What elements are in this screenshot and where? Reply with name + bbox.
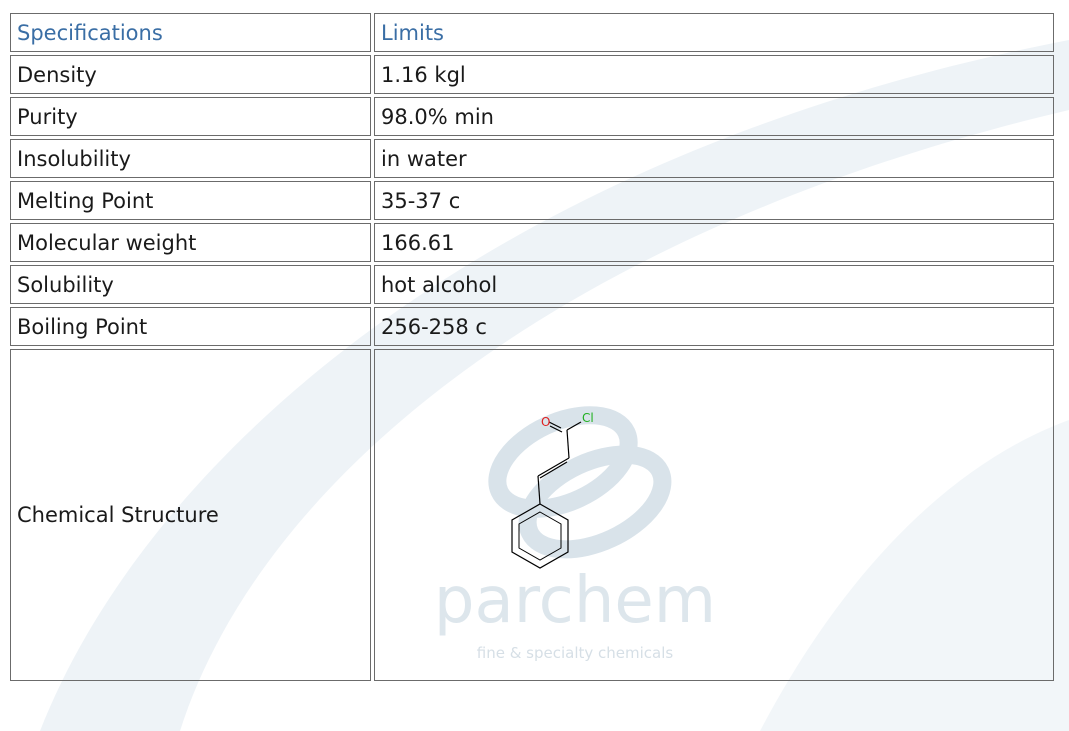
specifications-table: Specifications Limits Density 1.16 kgl P… [7,10,1057,684]
spec-label: Purity [10,97,371,136]
spec-value: in water [374,139,1054,178]
spec-label: Solubility [10,265,371,304]
table-row: Melting Point 35-37 c [10,181,1054,220]
chemical-structure-cell: parchem fine & specialty chemicals [374,349,1054,681]
table-row: Molecular weight 166.61 [10,223,1054,262]
chemical-structure-label: Chemical Structure [10,349,371,681]
spec-value: 166.61 [374,223,1054,262]
spec-label: Boiling Point [10,307,371,346]
spec-value: 98.0% min [374,97,1054,136]
table-row: Insolubility in water [10,139,1054,178]
watermark-tagline: fine & specialty chemicals [477,644,674,662]
spec-label: Insolubility [10,139,371,178]
table-row: Boiling Point 256-258 c [10,307,1054,346]
chemical-structure-row: Chemical Structure parchem fine & specia… [10,349,1054,681]
spec-value: 35-37 c [374,181,1054,220]
table-row: Density 1.16 kgl [10,55,1054,94]
chemical-structure-diagram: O Cl [511,411,594,569]
table-row: Purity 98.0% min [10,97,1054,136]
spec-label: Density [10,55,371,94]
atom-chlorine: Cl [582,411,594,425]
spec-label: Melting Point [10,181,371,220]
table-header-row: Specifications Limits [10,13,1054,52]
atom-oxygen: O [541,415,550,429]
spec-value: hot alcohol [374,265,1054,304]
spec-value: 256-258 c [374,307,1054,346]
table-row: Solubility hot alcohol [10,265,1054,304]
header-limits: Limits [374,13,1054,52]
header-specifications: Specifications [10,13,371,52]
spec-value: 1.16 kgl [374,55,1054,94]
spec-label: Molecular weight [10,223,371,262]
